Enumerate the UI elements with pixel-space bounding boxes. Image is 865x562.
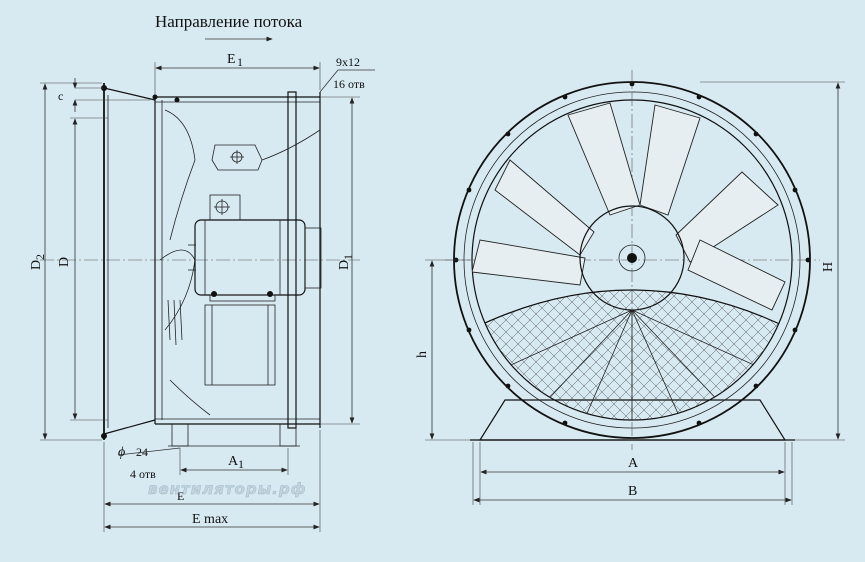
svg-text:1: 1: [237, 55, 243, 69]
bolt-icon: [174, 97, 180, 103]
label-c: c: [58, 89, 63, 103]
blade: [675, 171, 779, 263]
mesh-edge: [472, 289, 792, 331]
bolt-icon: [805, 257, 811, 263]
blade: [472, 239, 586, 286]
motor-mount: [204, 304, 276, 386]
blade: [567, 102, 641, 216]
bolt-icon: [466, 187, 472, 193]
blades: [472, 102, 786, 311]
label-d2: D: [29, 260, 44, 270]
flow-direction: Направление потока: [155, 12, 303, 42]
label-emax: E max: [192, 512, 228, 527]
bolt-icon: [101, 433, 107, 439]
bolt-icon: [562, 94, 568, 100]
svg-text:1: 1: [341, 254, 355, 260]
outlet-flange: [287, 91, 297, 429]
label-phi: ϕ: [118, 445, 125, 460]
watermark: вентиляторы.рф: [148, 480, 306, 498]
label-A: A: [628, 456, 639, 471]
label-H: H: [821, 262, 836, 272]
label-e1: E: [227, 52, 236, 67]
label-a1: A: [228, 454, 239, 469]
inlet-cone-top: [103, 87, 156, 101]
foot-left: [171, 424, 189, 447]
bolt-icon: [629, 81, 635, 87]
front-view: h H A B: [415, 70, 845, 505]
label-holes-bottom-count: 4 отв: [130, 467, 156, 481]
bolt-icon: [505, 383, 511, 389]
label-holes-top-size: 9x12: [336, 55, 360, 69]
bolt-icon: [562, 420, 568, 426]
label-holes-top-count: 16 отв: [333, 77, 365, 91]
label-e-small: E: [177, 489, 184, 503]
label-phi-value: 24: [136, 445, 148, 459]
svg-text:1: 1: [238, 457, 244, 471]
label-B: B: [628, 484, 637, 499]
bolt-icon: [753, 131, 759, 137]
svg-text:2: 2: [33, 254, 47, 260]
bolt-icon: [753, 383, 759, 389]
bolt-icon: [466, 327, 472, 333]
bolt-icon: [101, 85, 107, 91]
bolt-icon: [792, 327, 798, 333]
label-d1: D: [337, 260, 352, 270]
motor: [188, 194, 322, 386]
label-d: D: [57, 257, 72, 267]
inlet-cone-bottom: [103, 419, 156, 435]
terminal-box: [211, 144, 263, 171]
blade: [639, 104, 701, 216]
side-view: E 1 9x12 16 отв c D 2 D D: [29, 52, 375, 532]
bolt-icon: [505, 131, 511, 137]
blade: [494, 159, 595, 256]
bolt-icon: [696, 94, 702, 100]
flow-title: Направление потока: [155, 12, 303, 31]
flange-bolts: [453, 81, 811, 426]
bolt-icon: [696, 420, 702, 426]
hub-center: [618, 244, 646, 272]
blade: [687, 239, 786, 311]
bolt-icon: [792, 187, 798, 193]
label-h: h: [415, 351, 430, 358]
